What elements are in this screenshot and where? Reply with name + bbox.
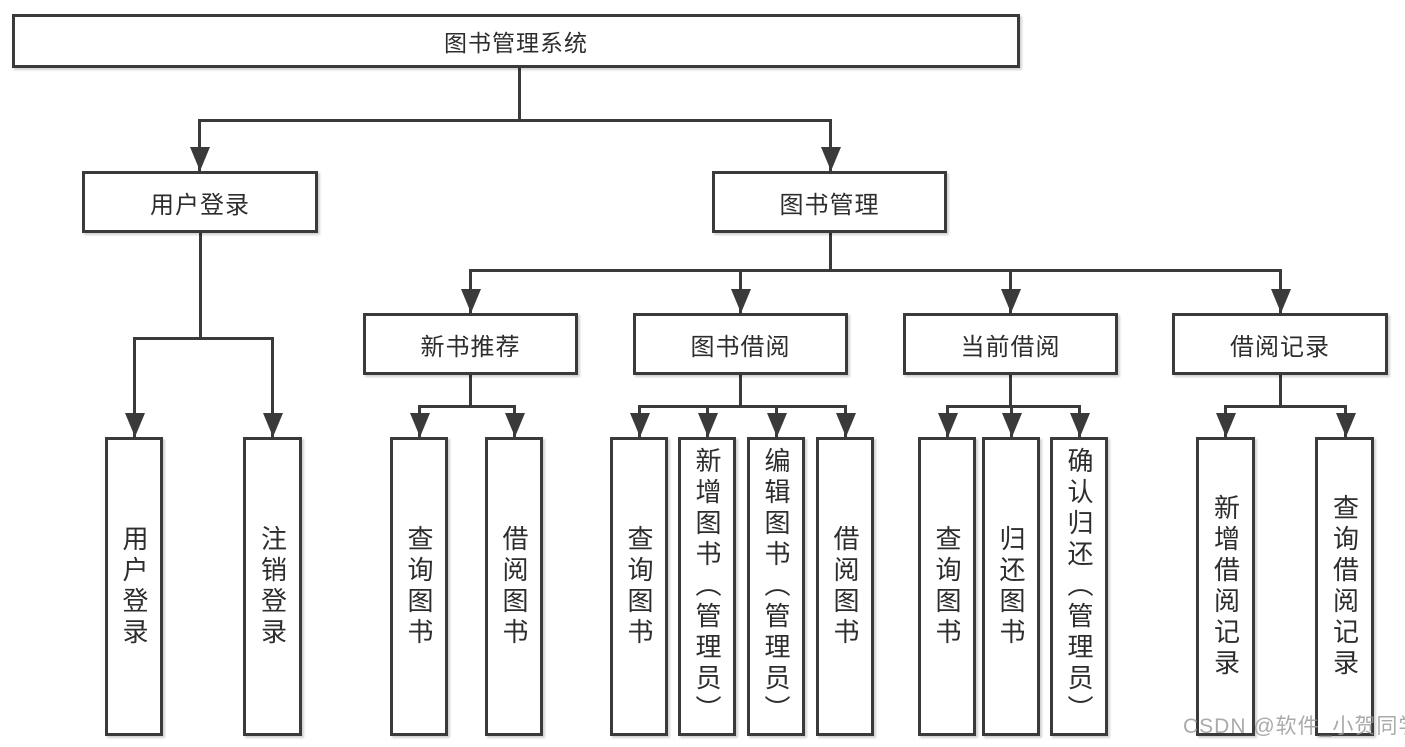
node-book-borrow-label: 图书借阅 (690, 333, 791, 361)
arrow-to-borrow-records (1270, 269, 1291, 313)
leaf-add-book-admin: 新增图书（管理员） (678, 437, 736, 736)
arrow-to-leaf-query-book-1 (409, 405, 430, 437)
leaf-borrow-book-new-label: 借阅图书 (499, 524, 529, 649)
arrow-to-leaf-borrow-book-2 (835, 405, 856, 437)
connector-user-login-stem (199, 233, 202, 338)
leaf-query-borrow-record: 查询借阅记录 (1315, 437, 1374, 736)
connector-book-borrow-stem (739, 375, 742, 406)
leaf-query-book-borrow-label: 查询图书 (624, 524, 654, 649)
csdn-watermark: CSDN @软件_小贺同学 (1183, 715, 1405, 738)
leaf-edit-book-admin: 编辑图书（管理员） (747, 437, 805, 736)
arrow-to-leaf-confirm-return (1069, 405, 1090, 437)
arrow-to-leaf-query-record (1335, 405, 1356, 437)
node-borrow-records-label: 借阅记录 (1230, 333, 1330, 361)
node-book-borrow: 图书借阅 (633, 313, 848, 375)
leaf-borrow-book-new: 借阅图书 (485, 437, 543, 736)
connector-book-borrow-branch (638, 405, 847, 408)
leaf-add-book-admin-label: 新增图书（管理员） (692, 447, 722, 726)
arrow-to-leaf-add-book (697, 405, 718, 437)
node-new-book-recommend: 新书推荐 (363, 313, 578, 375)
node-book-management: 图书管理 (712, 171, 947, 233)
leaf-user-login-label: 用户登录 (119, 524, 149, 649)
leaf-confirm-return-admin: 确认归还（管理员） (1050, 437, 1108, 736)
leaf-query-book-current: 查询图书 (918, 437, 976, 736)
arrow-to-leaf-edit-book (766, 405, 787, 437)
connector-user-login-branch (133, 337, 274, 340)
arrow-to-book-management (820, 119, 841, 171)
connector-borrow-records-branch (1224, 405, 1347, 408)
node-user-login: 用户登录 (82, 171, 318, 233)
connector-book-management-stem (829, 233, 832, 270)
arrow-to-leaf-query-book-3 (937, 405, 958, 437)
connector-root-stem (518, 68, 521, 120)
leaf-query-book-borrow: 查询图书 (610, 437, 668, 736)
connector-current-borrow-branch (946, 405, 1081, 408)
connector-book-management-branch (469, 269, 1282, 272)
node-current-borrow-label: 当前借阅 (960, 333, 1061, 361)
connector-new-book-branch (418, 405, 516, 408)
connector-new-book-stem (469, 375, 472, 406)
node-root-library-system: 图书管理系统 (12, 14, 1020, 68)
leaf-logout: 注销登录 (243, 437, 302, 736)
leaf-logout-label: 注销登录 (257, 524, 288, 649)
node-user-login-label: 用户登录 (150, 191, 250, 219)
leaf-edit-book-admin-label: 编辑图书（管理员） (761, 447, 791, 726)
leaf-query-book-new-label: 查询图书 (404, 524, 434, 649)
node-root-label: 图书管理系统 (444, 30, 588, 56)
leaf-borrow-book-2-label: 借阅图书 (830, 524, 860, 649)
arrow-to-current-borrow (1000, 269, 1021, 313)
leaf-borrow-book-2: 借阅图书 (816, 437, 874, 736)
arrow-to-user-login (189, 119, 210, 171)
leaf-query-book-current-label: 查询图书 (932, 524, 962, 649)
leaf-add-borrow-record: 新增借阅记录 (1196, 437, 1255, 736)
arrow-to-leaf-logout (262, 337, 283, 437)
arrow-to-leaf-add-record (1215, 405, 1236, 437)
arrow-to-leaf-borrow-book-1 (504, 405, 525, 437)
leaf-return-book: 归还图书 (982, 437, 1040, 736)
leaf-confirm-return-admin-label: 确认归还（管理员） (1064, 447, 1094, 726)
leaf-user-login: 用户登录 (105, 437, 163, 736)
arrow-to-leaf-user-login (124, 337, 145, 437)
leaf-query-borrow-record-label: 查询借阅记录 (1329, 493, 1360, 680)
arrow-to-leaf-return-book (1001, 405, 1022, 437)
connector-borrow-records-stem (1279, 375, 1282, 406)
leaf-return-book-label: 归还图书 (996, 524, 1026, 649)
leaf-add-borrow-record-label: 新增借阅记录 (1210, 493, 1241, 680)
arrow-to-new-book-recommend (460, 269, 481, 313)
node-current-borrow: 当前借阅 (903, 313, 1118, 375)
arrow-to-leaf-query-book-2 (629, 405, 650, 437)
arrow-to-book-borrow (730, 269, 751, 313)
connector-root-branch (198, 119, 832, 122)
node-borrow-records: 借阅记录 (1172, 313, 1388, 375)
connector-current-borrow-stem (1009, 375, 1012, 406)
leaf-query-book-new: 查询图书 (390, 437, 448, 736)
node-new-book-recommend-label: 新书推荐 (420, 333, 521, 361)
node-book-management-label: 图书管理 (779, 191, 880, 219)
